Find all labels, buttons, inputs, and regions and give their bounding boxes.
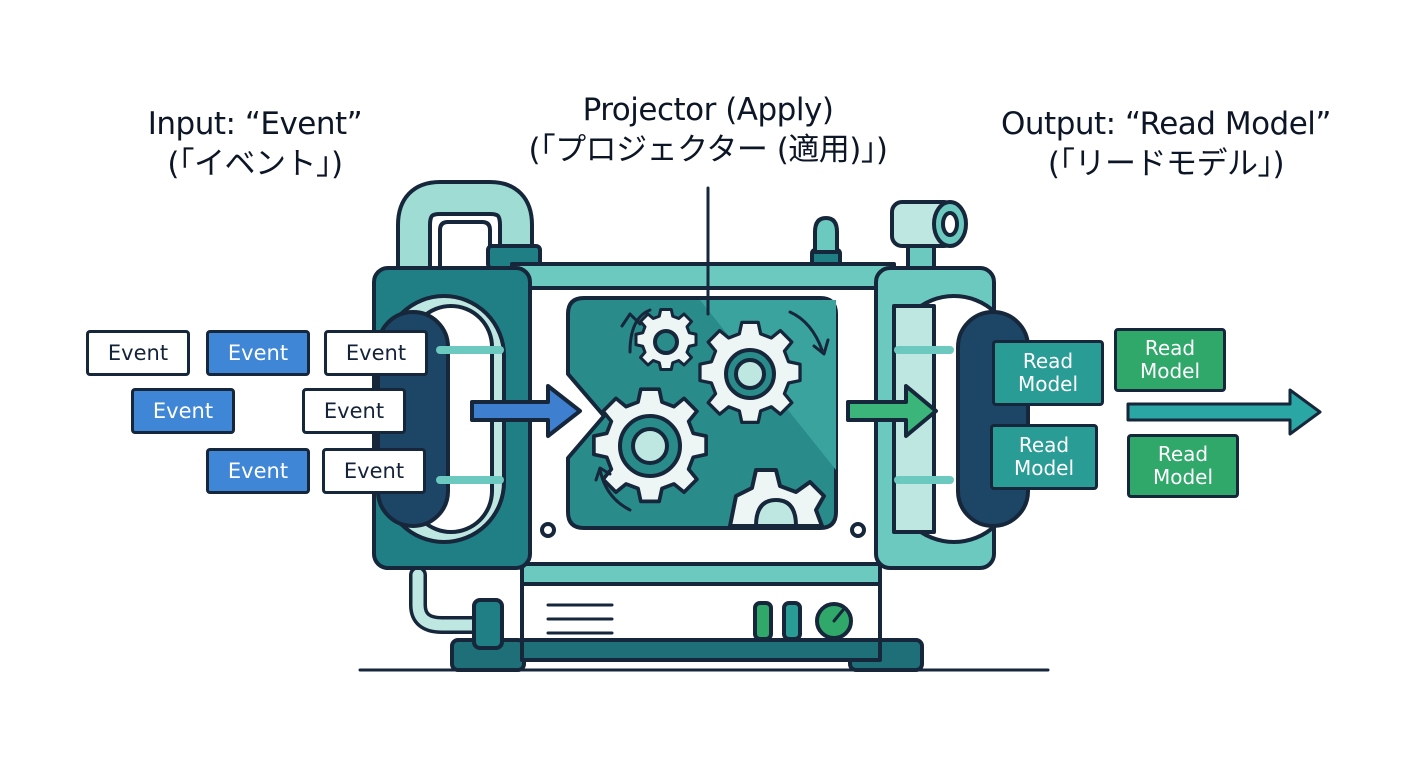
machine-top-band: [510, 262, 896, 290]
read-model-line1: Read: [1022, 349, 1074, 373]
projector-heading: Projector (Apply) (「プロジェクター (適用)」): [470, 90, 946, 170]
gear-icon: [634, 308, 698, 371]
projector-heading-line1: Projector (Apply): [582, 92, 834, 128]
indicator-light-icon: [813, 216, 839, 254]
read-model-line1: Read: [1018, 433, 1070, 457]
rotation-arrow: [788, 310, 824, 352]
input-heading-line2: (「イベント」): [167, 146, 343, 182]
read-model-line1: Read: [1157, 442, 1209, 466]
projector-heading-line2: (「プロジェクター (適用)」): [528, 132, 889, 168]
read-model-line1: Read: [1144, 336, 1196, 360]
arrow-right-icon: [1126, 388, 1322, 436]
output-heading: Output: “Read Model” (「リードモデル」): [966, 104, 1366, 184]
output-heading-line1: Output: “Read Model”: [1001, 106, 1331, 142]
input-heading-line1: Input: “Event”: [147, 106, 363, 142]
read-model-line2: Model: [1013, 456, 1075, 480]
rotation-arrow: [628, 308, 652, 354]
event-card: Event: [206, 330, 310, 376]
indicator-light-icon: [753, 601, 773, 641]
arrow-right-icon: [846, 384, 938, 438]
gear-icon: [698, 320, 802, 425]
indicator-light-icon: [782, 601, 802, 641]
input-heading: Input: “Event” (「イベント」): [110, 104, 400, 184]
event-card: Event: [322, 448, 426, 494]
event-card: Event: [324, 330, 428, 376]
event-card: Event: [302, 388, 406, 434]
arrow-right-icon: [470, 384, 582, 438]
read-model-line2: Model: [1152, 465, 1214, 489]
event-card: Event: [86, 330, 190, 376]
output-heading-line2: (「リードモデル」): [1047, 146, 1285, 182]
gear-icon: [728, 468, 826, 528]
read-model-line2: Model: [1139, 359, 1201, 383]
rotation-arrow: [598, 468, 632, 512]
gear-icon: [592, 387, 708, 504]
read-model-line2: Model: [1017, 372, 1079, 396]
event-card: Event: [131, 388, 235, 434]
event-card: Event: [206, 448, 310, 494]
